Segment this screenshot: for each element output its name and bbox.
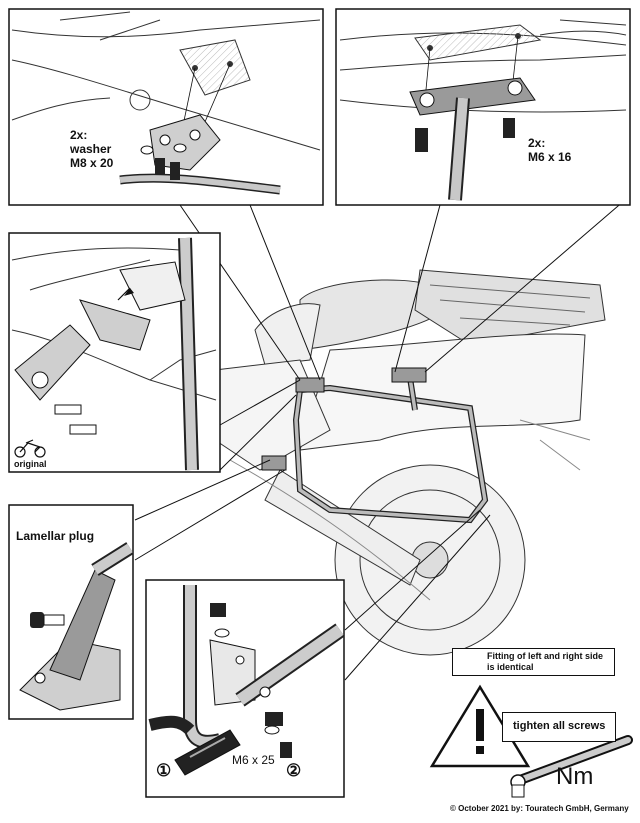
torque-wrench-icon [510,735,633,798]
torque-unit-label: Nm [556,763,594,790]
identical-sides-note: Fitting of left and right side is identi… [452,648,615,676]
panel-top-right [335,8,631,206]
tr-line-2: M6 x 16 [528,150,572,164]
tighten-text: tighten all screws [513,720,606,732]
step-two-marker: ② [286,761,302,780]
step-one-marker: ① [156,761,172,780]
m6x25-screw-label: M6 x 25 [232,753,275,767]
screw-count-label: 2x: M6 x 16 [528,136,571,164]
identical-line-1: Fitting of left and right side [487,651,603,661]
tighten-screws-note: tighten all screws [502,712,616,742]
copyright-footer: © October 2021 by: Touratech GmbH, Germa… [450,804,629,813]
panel-bottom [145,579,345,798]
tl-line-3: M8 x 20 [70,156,114,170]
panel-lamellar [8,504,134,720]
identical-line-2: is identical [487,662,534,672]
tr-line-1: 2x: [528,136,546,150]
original-caption: original [14,459,47,469]
tl-line-2: washer [70,142,112,156]
lamellar-plug-title: Lamellar plug [16,529,95,543]
tl-line-1: 2x: [70,128,88,142]
panel-top-left [8,8,324,206]
washer-count-label: 2x: washer M8 x 20 [70,128,113,170]
callout-leaders [134,199,626,681]
motorcycle-icon [14,439,46,458]
pannier-frame [261,367,489,524]
panel-mid-left [8,232,221,473]
